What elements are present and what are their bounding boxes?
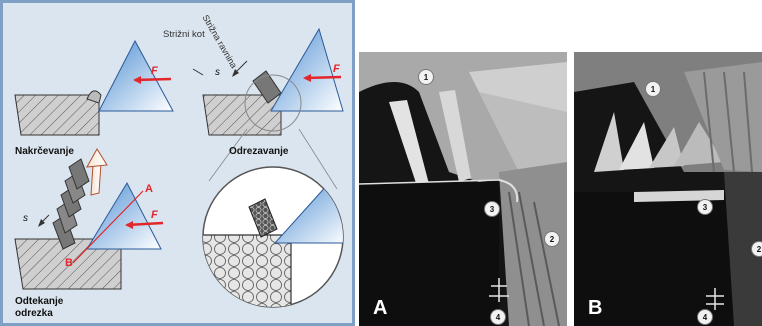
tool-wedge-1	[99, 41, 173, 111]
marker-b-4: 4	[698, 310, 712, 324]
marker-b-2: 2	[752, 242, 762, 256]
caption-odrezavanje: Odrezavanje	[229, 146, 288, 157]
caption-nakrcevanje: Nakrčevanje	[15, 146, 74, 157]
marker-a-3: 3	[485, 202, 499, 216]
micrograph-b: 1 2 3 4 B	[574, 52, 762, 326]
marker-a-1: 1	[419, 70, 433, 84]
photo-a-letter: A	[373, 297, 387, 320]
caption-odtekanje: Odtekanje	[15, 296, 63, 307]
label-cutting-angle: Strižni kot	[163, 29, 205, 40]
diagram-odtekanje	[15, 149, 163, 289]
micrograph-a-image	[359, 52, 567, 326]
cutting-diagram-panel: Strižni kot Strižna ravnina F F F s s Na…	[0, 0, 355, 326]
marker-b-3: 3	[698, 200, 712, 214]
chip-stack	[53, 159, 89, 249]
label-force-2: F	[333, 63, 340, 75]
label-s-2: s	[23, 213, 28, 224]
label-s-1: s	[215, 67, 220, 78]
marker-a-4: 4	[491, 310, 505, 324]
diagram-nakrcevanje	[15, 41, 173, 135]
caption-odrezka: odrezka	[15, 308, 53, 319]
label-point-a: A	[145, 183, 153, 195]
marker-a-2: 2	[545, 232, 559, 246]
micrograph-a: 1 2 3 4 A	[359, 52, 567, 326]
label-force-3: F	[151, 209, 158, 221]
micrograph-b-image	[574, 52, 762, 326]
label-force-1: F	[151, 65, 158, 77]
cutting-diagram	[3, 3, 352, 323]
label-point-b: B	[65, 257, 73, 269]
chip-flow-arrow	[87, 149, 107, 167]
marker-b-1: 1	[646, 82, 660, 96]
photo-b-letter: B	[588, 297, 602, 320]
